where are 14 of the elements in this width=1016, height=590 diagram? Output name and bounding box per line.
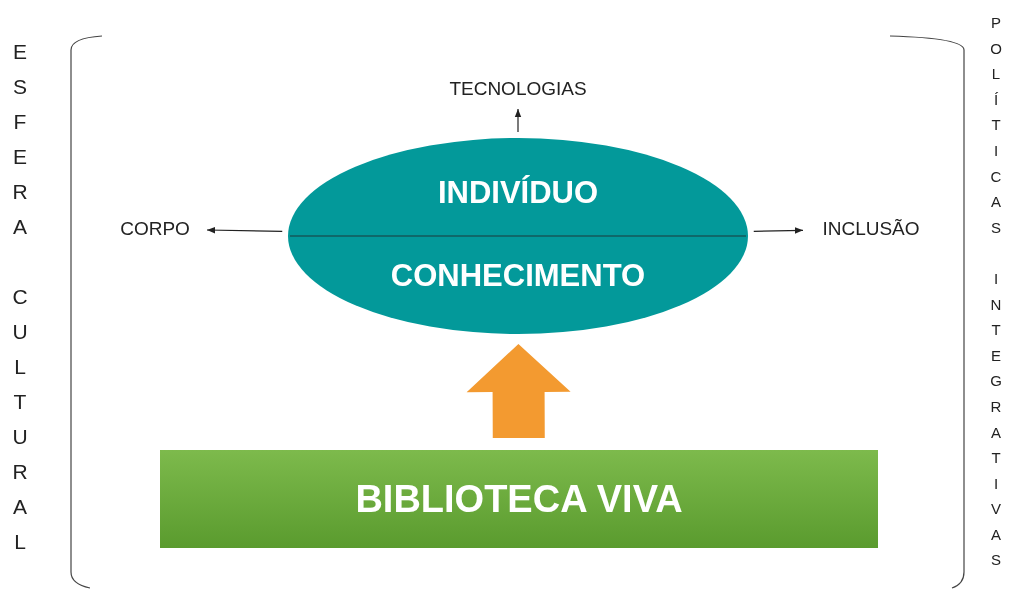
- arrow: [753, 227, 804, 234]
- block-arrow: [466, 344, 571, 439]
- node-label: CORPO: [120, 218, 190, 240]
- arrow: [514, 108, 522, 133]
- node-text: INDIVÍDUO: [437, 175, 599, 212]
- node-label: INCLUSÃO: [822, 218, 920, 240]
- ellipse-node: [288, 138, 748, 334]
- node-text: CONHECIMENTO: [390, 257, 646, 294]
- arrow: [206, 226, 283, 234]
- node-text: BIBLIOTECA VIVA: [355, 477, 683, 521]
- vertical-label: POLÍTICAS INTEGRATIVAS: [989, 13, 1003, 571]
- vertical-label: ESFERA CULTURAL: [11, 39, 29, 555]
- node-label: TECNOLOGIAS: [449, 78, 587, 100]
- process-box: [160, 450, 878, 548]
